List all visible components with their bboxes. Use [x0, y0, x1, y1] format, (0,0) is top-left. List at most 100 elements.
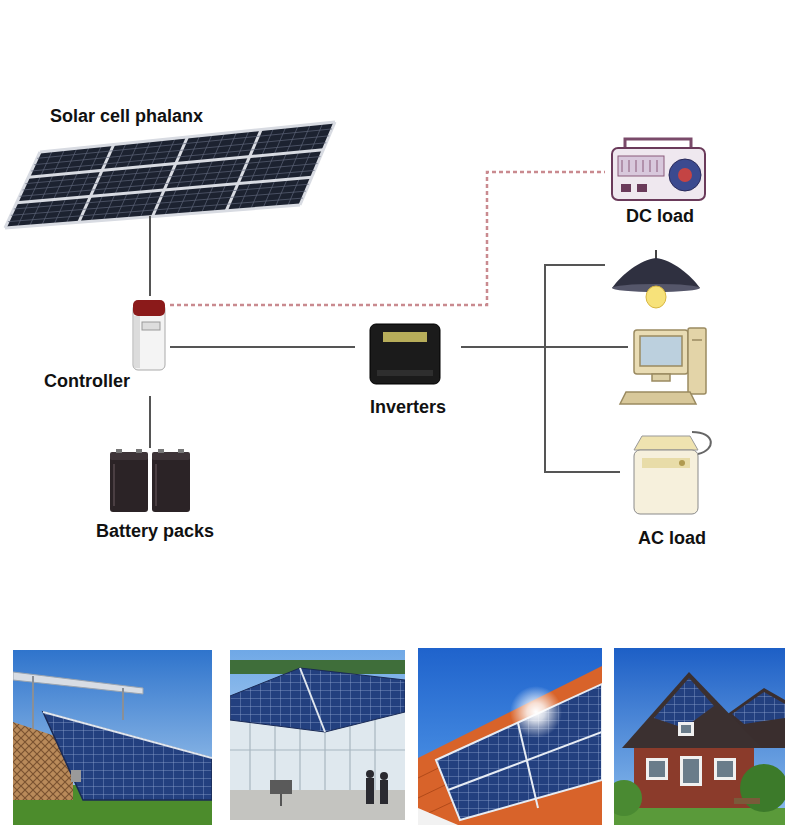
battery-icon	[152, 456, 190, 512]
controller-icon	[142, 322, 160, 330]
panel-icon	[17, 177, 312, 202]
photo-pergola-array	[43, 712, 212, 758]
photo-brick-house	[740, 764, 788, 812]
radio-icon	[618, 156, 664, 176]
photo-tiled-roof	[418, 808, 458, 825]
photo-greenhouse	[230, 749, 405, 750]
solar-array: Solar cell phalanx	[0, 100, 340, 230]
photo-brick-house	[606, 780, 642, 816]
photo-brick-house	[606, 648, 788, 825]
wire-connector	[149, 230, 151, 296]
battery-icon	[158, 449, 164, 453]
panel-icon	[149, 216, 151, 230]
photo-brick-house	[680, 756, 702, 786]
photo-greenhouse	[230, 650, 405, 820]
photo-greenhouse	[300, 668, 325, 732]
radio-icon	[622, 160, 623, 172]
battery-icon	[136, 449, 142, 453]
dc-load: DC load	[605, 134, 715, 231]
lamp-icon	[646, 286, 666, 308]
ac-bus-wire	[545, 346, 628, 348]
controller-icon	[134, 316, 140, 368]
node-label: AC load	[638, 528, 706, 549]
radio-icon	[621, 184, 631, 192]
washer-icon	[634, 436, 698, 450]
radio-icon	[612, 148, 705, 200]
photo-brick-house	[734, 798, 760, 804]
inverter-icon	[383, 332, 427, 342]
battery-pack: Battery packs	[80, 448, 230, 546]
photo-greenhouse	[230, 790, 405, 820]
radio-icon	[605, 134, 715, 274]
photo-greenhouse	[366, 770, 374, 778]
radio-icon	[612, 139, 705, 200]
photo-pergola-array	[43, 712, 212, 800]
node-label: DC load	[626, 206, 694, 227]
photo-brick-house	[714, 758, 736, 780]
computer-icon	[634, 330, 688, 374]
photo-pergola-array	[122, 688, 124, 720]
battery-icon	[116, 449, 122, 453]
computer-icon	[688, 328, 706, 394]
battery-icon	[110, 452, 148, 460]
photo-brick-house	[646, 722, 736, 786]
panel-icon	[8, 198, 303, 222]
radio-icon	[637, 184, 647, 192]
photo-tiled-roof	[418, 648, 602, 825]
node-label: Controller	[44, 371, 130, 392]
battery-icon	[80, 448, 230, 588]
inverter: Inverters	[355, 318, 461, 422]
controller-icon	[133, 300, 165, 316]
radio-icon	[669, 159, 701, 191]
computer-icon	[620, 328, 706, 404]
photo-pergola-array	[13, 650, 212, 825]
photo-tiled-roof	[436, 684, 602, 820]
node-label: Battery packs	[96, 521, 214, 542]
photo-brick-house	[681, 725, 691, 733]
controller-icon	[40, 296, 170, 436]
panel-icon	[5, 205, 300, 228]
computer-icon	[640, 336, 682, 366]
node-label: Inverters	[370, 397, 446, 418]
photo-pergola-array	[13, 650, 212, 825]
photo-greenhouse	[270, 780, 292, 794]
photo-greenhouse	[230, 650, 405, 820]
photo-brick-house	[678, 722, 694, 736]
lamp-icon	[612, 258, 700, 288]
photo-greenhouse	[366, 778, 374, 804]
battery-icon	[113, 464, 115, 506]
inverter-icon	[370, 324, 440, 384]
battery-icon	[110, 456, 148, 512]
ac-bus-wire	[544, 265, 628, 348]
radio-icon	[643, 160, 644, 172]
panel-icon	[20, 170, 315, 196]
panel-icon	[28, 150, 323, 178]
photo-brick-house	[622, 672, 762, 748]
panel-icon	[5, 122, 335, 230]
ac-bus-wire	[544, 264, 605, 266]
radio-icon	[678, 168, 692, 182]
radio-icon	[657, 160, 658, 172]
washer-icon	[679, 460, 685, 466]
node-label: Solar cell phalanx	[50, 106, 203, 127]
washer-icon	[642, 458, 690, 468]
panel-icon	[14, 184, 309, 209]
radio-icon	[629, 160, 630, 172]
wire-connector	[170, 346, 355, 348]
photo-pergola-array	[71, 770, 81, 782]
inverter-icon	[370, 324, 440, 384]
panel-icon	[11, 191, 306, 215]
photo-tiled-roof	[418, 666, 602, 825]
radio-icon	[650, 160, 651, 172]
washer-icon	[634, 432, 711, 514]
battery-icon	[110, 449, 190, 512]
battery-icon	[178, 449, 184, 453]
computer-icon	[652, 374, 670, 381]
wire-connector	[149, 396, 151, 448]
wire-connector	[461, 347, 620, 472]
photo-greenhouse	[366, 770, 388, 804]
photo-brick-house	[649, 725, 733, 783]
panel-icon	[34, 136, 329, 165]
